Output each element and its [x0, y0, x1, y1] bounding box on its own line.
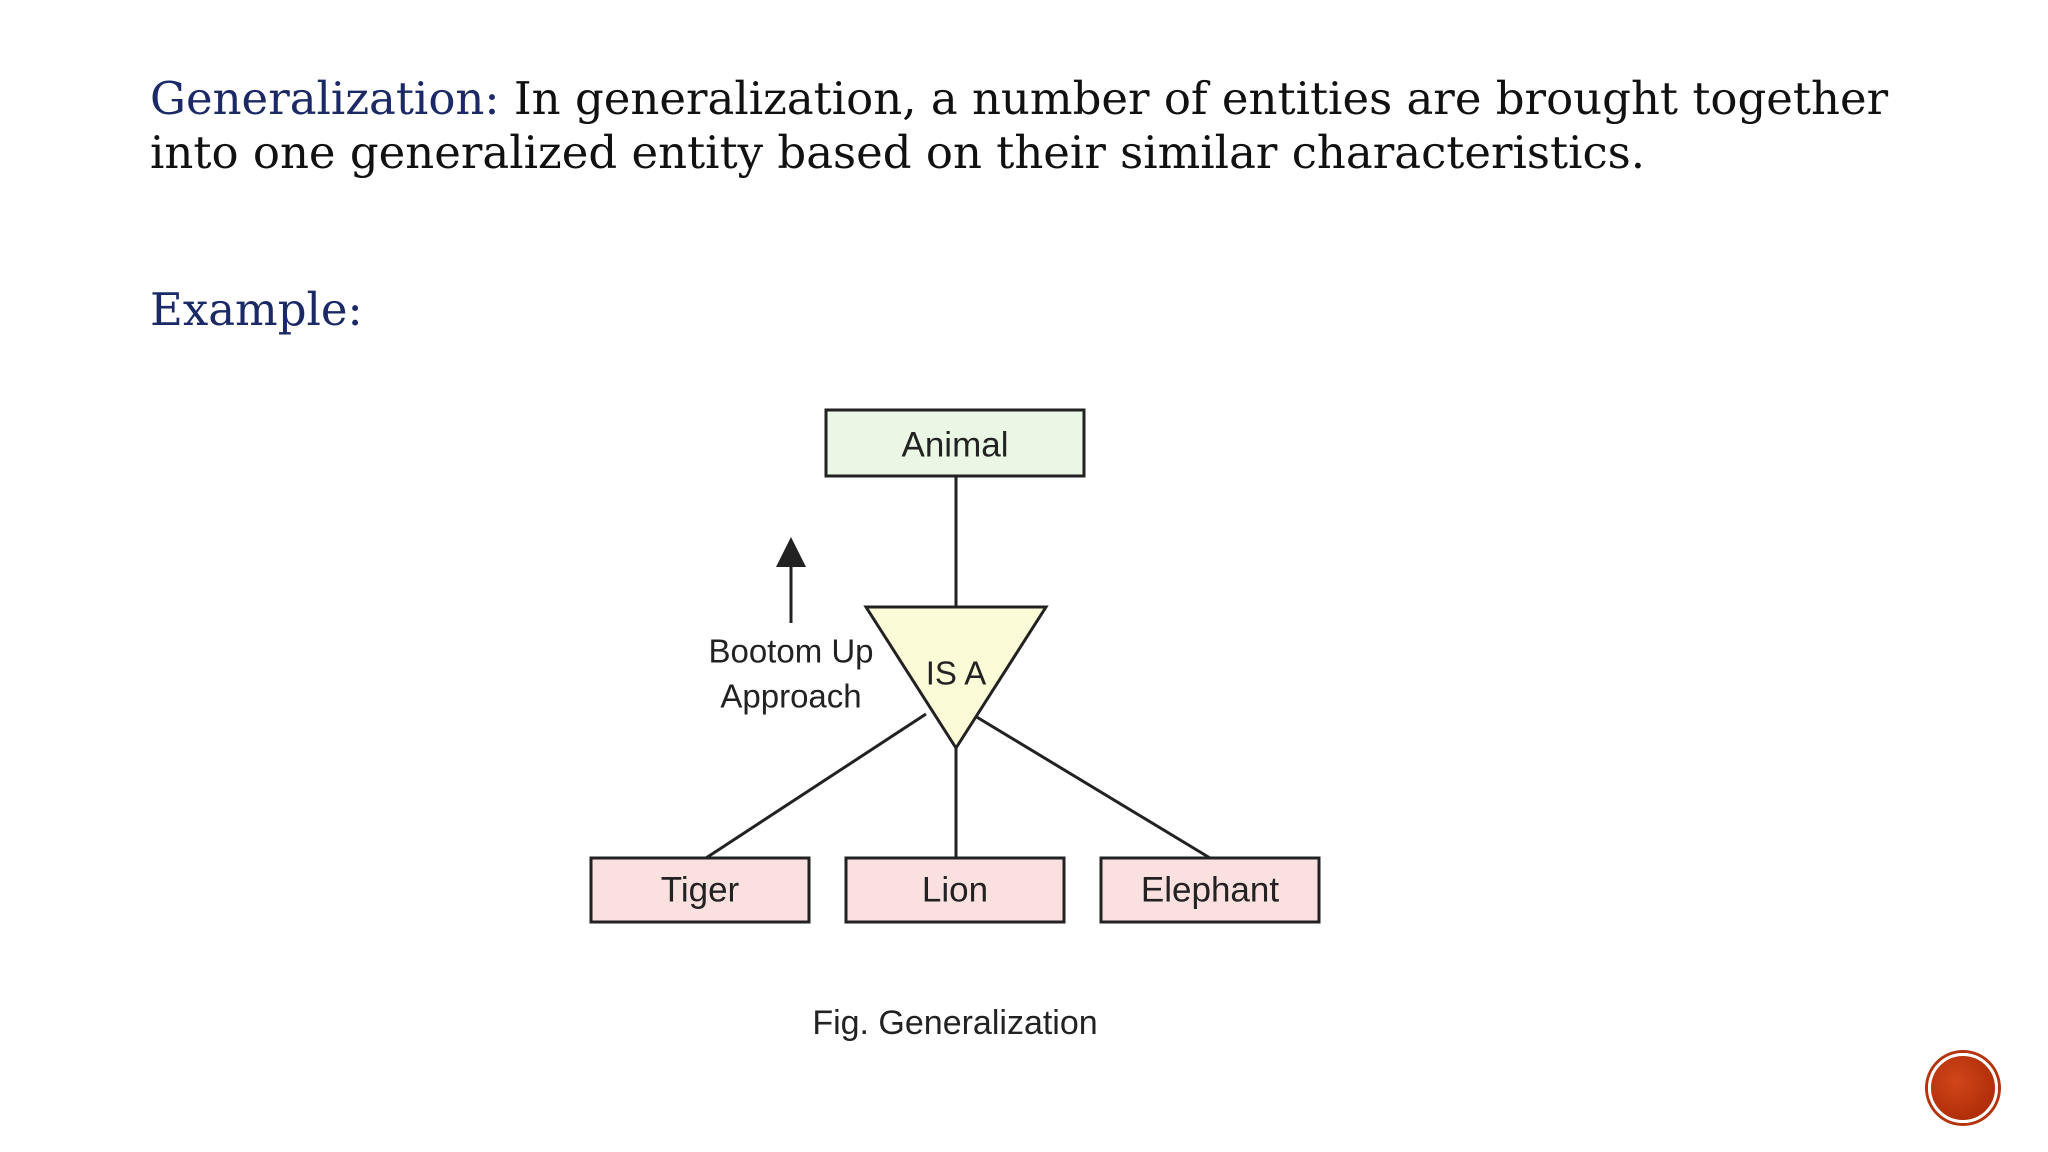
entity-elephant-label: Elephant — [1141, 870, 1279, 909]
heading-definition: In generalization, a number of entities … — [150, 72, 1889, 179]
connector-isa-elephant — [974, 714, 1211, 860]
entity-tiger-label: Tiger — [661, 870, 740, 909]
isa-triangle — [863, 605, 1049, 751]
isa-relationship: IS A — [863, 605, 1049, 751]
entity-animal-label: Animal — [902, 425, 1009, 464]
entity-elephant-box — [1099, 856, 1321, 924]
entity-lion-box — [844, 856, 1066, 924]
entity-lion: Lion — [844, 856, 1066, 924]
connector-isa-tiger — [705, 712, 927, 860]
figure-caption: Fig. Generalization — [812, 1004, 1097, 1042]
slide-heading: Generalization: In generalization, a num… — [150, 72, 1950, 180]
example-label: Example: — [150, 283, 363, 336]
entity-lion-label: Lion — [922, 870, 988, 909]
direction-label-line1: Bootom Up — [708, 633, 873, 670]
bottom-up-indicator: Bootom Up Approach — [708, 537, 874, 715]
direction-label-line2: Approach — [720, 678, 861, 715]
heading-term: Generalization: — [150, 72, 500, 125]
isa-label: IS A — [926, 655, 987, 692]
entity-animal: Animal — [824, 408, 1086, 478]
entity-tiger-box — [589, 856, 811, 924]
entity-animal-box — [824, 408, 1086, 478]
entity-tiger: Tiger — [589, 856, 811, 924]
slide-number-badge-icon — [1928, 1053, 1998, 1123]
entity-elephant: Elephant — [1099, 856, 1321, 924]
